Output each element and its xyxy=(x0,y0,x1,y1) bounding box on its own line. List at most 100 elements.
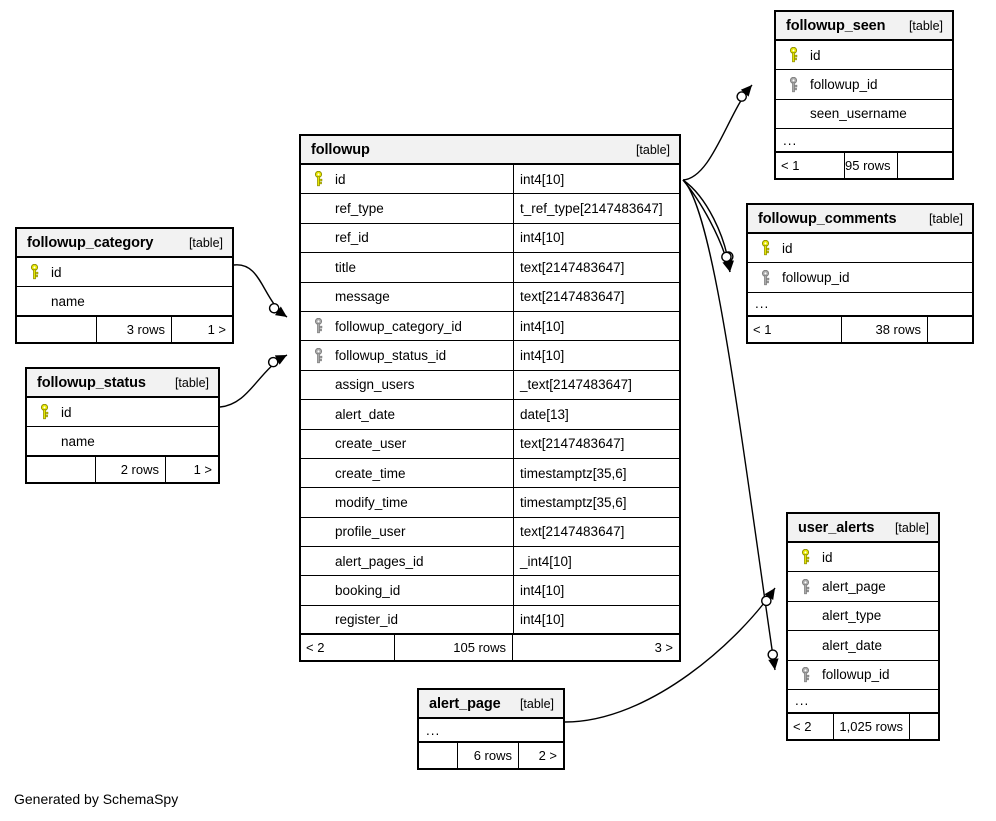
column-name: message xyxy=(335,289,390,305)
column-type: int4[10] xyxy=(513,223,679,253)
footer-prev-link[interactable]: < 1 xyxy=(781,158,800,174)
relationship-optional-marker xyxy=(721,251,732,263)
column-type: text[2147483647] xyxy=(513,517,679,547)
column-left: alert_pages_id xyxy=(309,554,513,569)
column-name: followup_id xyxy=(782,270,850,286)
column-row[interactable]: followup_id xyxy=(776,70,952,100)
footer-next-link[interactable]: 1 > xyxy=(193,461,212,477)
relationship-arrowhead xyxy=(768,658,779,670)
column-left: booking_id xyxy=(309,583,513,598)
column-name: followup_id xyxy=(810,77,878,93)
relationship-optional-marker xyxy=(761,595,772,607)
footer-prev-link[interactable] xyxy=(419,743,457,768)
footer-next-link[interactable] xyxy=(898,153,970,178)
column-row[interactable]: alert_page xyxy=(788,572,938,602)
column-type: timestamptz[35,6] xyxy=(513,458,679,488)
column-name: alert_date xyxy=(335,406,396,422)
footer-next-link[interactable]: 2 > xyxy=(538,748,557,763)
footer-next-link[interactable] xyxy=(928,317,972,342)
column-left: assign_users xyxy=(309,377,513,392)
column-left: id xyxy=(25,264,232,280)
column-row[interactable]: id xyxy=(748,234,972,264)
column-row[interactable]: alert_date xyxy=(788,631,938,661)
foreign-key-icon xyxy=(309,347,327,364)
relationship-optional-marker xyxy=(722,251,734,262)
table-footer-followup_comments: < 1 38 rows xyxy=(748,316,972,342)
footer-next-link[interactable] xyxy=(910,714,938,739)
column-row[interactable]: profile_user text[2147483647] xyxy=(301,517,679,548)
column-name: profile_user xyxy=(335,524,406,540)
column-row[interactable]: followup_id xyxy=(748,263,972,293)
column-left: id xyxy=(796,549,938,565)
table-type-tag: [table] xyxy=(928,211,963,226)
column-row[interactable]: id xyxy=(27,398,218,428)
column-name: id xyxy=(335,171,346,187)
footer-prev-link[interactable] xyxy=(27,457,95,482)
primary-key-icon xyxy=(784,47,802,63)
table-type-tag: [table] xyxy=(174,375,209,390)
column-left: name xyxy=(35,434,218,449)
primary-key-icon xyxy=(756,240,774,256)
column-row[interactable]: alert_pages_id_int4[10] xyxy=(301,547,679,577)
relationship-arrowhead xyxy=(723,260,734,272)
footer-next-link[interactable]: 1 > xyxy=(207,321,226,337)
table-header-followup: followup[table] xyxy=(301,136,679,165)
column-row[interactable]: name xyxy=(27,427,218,457)
relationship-arrowhead xyxy=(764,588,775,601)
column-row[interactable]: id xyxy=(776,41,952,71)
footer-row-count: 95 rows xyxy=(844,153,898,179)
table-type-tag: [table] xyxy=(894,520,929,535)
relationship-line xyxy=(682,84,753,181)
column-type: t_ref_type[2147483647] xyxy=(513,194,679,223)
footer-prev-link[interactable] xyxy=(17,317,96,342)
column-name: name xyxy=(61,433,95,449)
column-row[interactable]: name xyxy=(17,287,232,317)
column-row[interactable]: seen_username xyxy=(776,100,952,130)
column-left: followup_id xyxy=(784,76,952,93)
column-row[interactable]: id xyxy=(17,258,232,288)
footer-prev-link[interactable]: < 2 xyxy=(306,640,325,656)
column-row[interactable]: message text[2147483647] xyxy=(301,282,679,312)
relationship-line xyxy=(682,179,731,273)
footer-prev-link[interactable]: < 2 xyxy=(793,718,812,734)
column-row[interactable]: alert_type xyxy=(788,602,938,632)
foreign-key-icon xyxy=(756,269,774,286)
foreign-key-icon xyxy=(796,578,814,595)
column-row[interactable]: assign_users_text[2147483647] xyxy=(301,370,679,401)
footer-next-link[interactable]: 3 > xyxy=(654,640,673,656)
footer-row-count: 1,025 rows xyxy=(833,713,910,739)
column-type: text[2147483647] xyxy=(513,282,679,311)
column-left: followup_id xyxy=(796,666,938,683)
column-row[interactable]: followup_id xyxy=(788,661,938,690)
footer-row-count: 6 rows xyxy=(457,743,519,768)
column-name: assign_users xyxy=(335,377,415,393)
footer-row-count: 38 rows xyxy=(841,316,928,342)
foreign-key-icon xyxy=(309,318,327,334)
table-type-tag: [table] xyxy=(188,235,223,250)
column-name: id xyxy=(810,47,821,63)
footer-prev-link[interactable]: < 1 xyxy=(753,321,772,337)
primary-key-icon xyxy=(25,264,43,280)
column-row[interactable]: id xyxy=(788,543,938,573)
